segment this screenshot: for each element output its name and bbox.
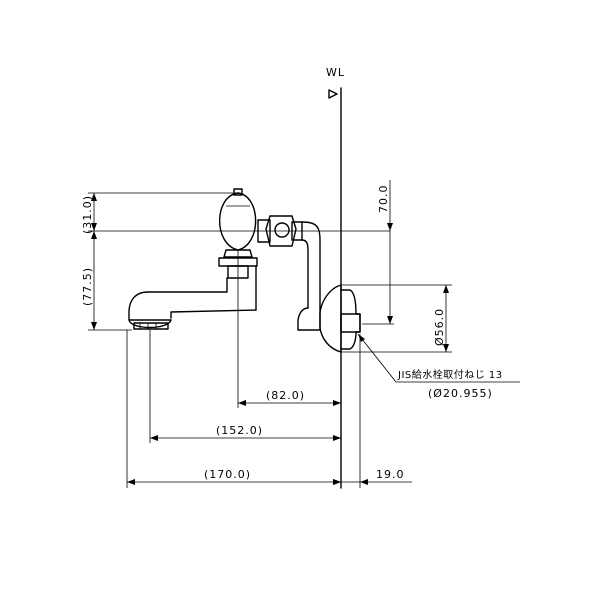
dim-82	[237, 250, 341, 408]
dim-170	[126, 330, 341, 488]
supply-fitting	[257, 215, 321, 331]
dim-spout-height-label: (77.5)	[81, 267, 94, 306]
dim-152	[149, 330, 341, 443]
dim-19	[333, 334, 412, 488]
dim-spout-height	[88, 231, 132, 331]
water-level-label: WL	[326, 66, 345, 79]
dim-top-offset-label: (31.0)	[81, 195, 94, 234]
dim-82-label: (82.0)	[266, 389, 305, 402]
dim-152-label: (152.0)	[216, 424, 263, 437]
thread-diameter-label: (Ø20.955)	[428, 387, 493, 400]
dim-170-label: (170.0)	[204, 468, 251, 481]
dim-escutcheon	[341, 284, 452, 353]
dim-outlet-height	[362, 180, 394, 325]
wall-escutcheon	[319, 284, 361, 353]
thread-spec-label: JIS給水栓取付ねじ 13	[397, 368, 503, 381]
water-level-marker	[328, 89, 338, 99]
dim-top-offset	[88, 192, 390, 232]
dim-19-label: 19.0	[376, 468, 405, 481]
dim-escutcheon-label: Ø56.0	[433, 308, 446, 346]
faucet-body	[128, 188, 258, 330]
dim-outlet-height-label: 70.0	[377, 185, 390, 214]
